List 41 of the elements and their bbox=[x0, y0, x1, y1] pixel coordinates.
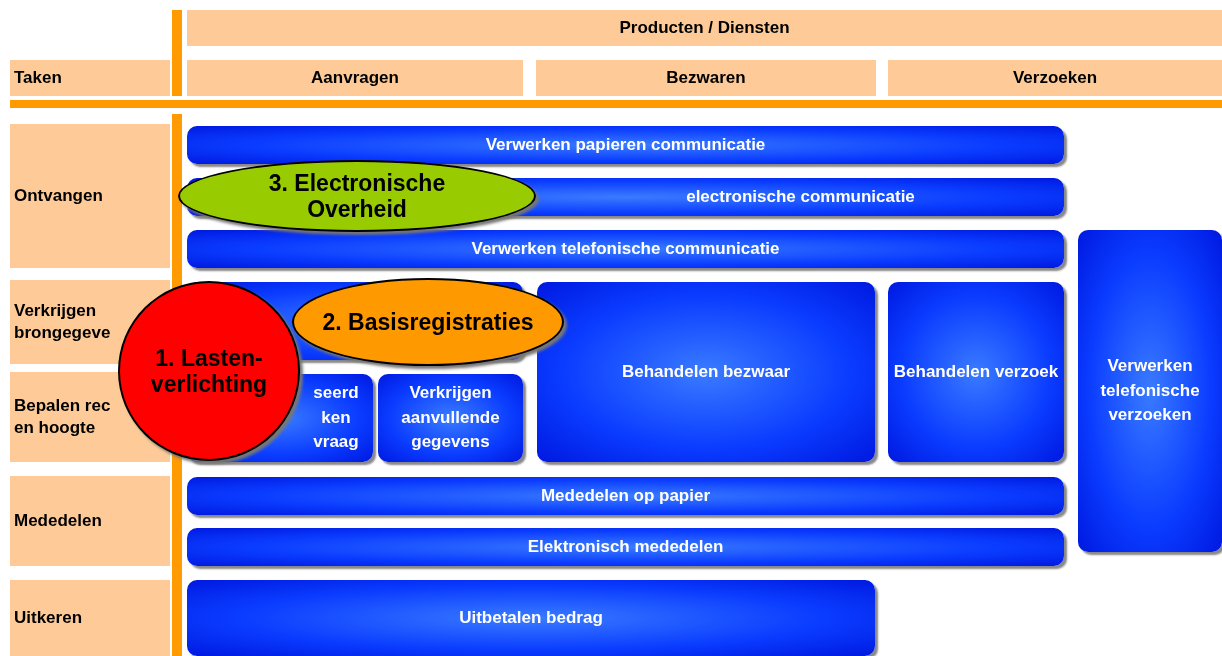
callout-text: 1. Lasten- verlichting bbox=[149, 344, 269, 398]
process-box bbox=[1078, 230, 1222, 552]
header-label: Producten / Diensten bbox=[619, 18, 790, 38]
row-label bbox=[10, 580, 170, 656]
header-label: Mededelen bbox=[14, 509, 102, 532]
header-cell bbox=[888, 60, 1222, 96]
process-bar bbox=[187, 230, 1064, 268]
process-label: electronische communicatie bbox=[686, 185, 915, 208]
process-box bbox=[187, 580, 875, 656]
process-label: Behandelen bezwaar bbox=[621, 360, 791, 383]
header-cell bbox=[536, 60, 876, 96]
process-label: Verwerken papieren communicatie bbox=[485, 133, 766, 156]
process-label: Verkrijgen aanvullende gegevens bbox=[400, 382, 501, 454]
header-cell bbox=[10, 60, 170, 96]
process-bar bbox=[187, 528, 1064, 566]
header-label: Aanvragen bbox=[311, 68, 399, 88]
header-label: Bezwaren bbox=[666, 68, 746, 88]
header-cell bbox=[187, 10, 1222, 46]
row-label bbox=[10, 476, 170, 566]
process-label: Verwerken telefonische verzoeken bbox=[1099, 355, 1201, 427]
process-bar bbox=[187, 126, 1064, 164]
process-box bbox=[888, 282, 1064, 462]
header-label: Ontvangen bbox=[14, 184, 103, 207]
process-label: Elektronisch mededelen bbox=[527, 535, 724, 558]
header-cell bbox=[187, 60, 523, 96]
header-label: Uitkeren bbox=[14, 606, 83, 629]
callout-text: 2. Basisregistraties bbox=[322, 308, 534, 336]
process-label: seerd ken vraag bbox=[312, 382, 360, 454]
process-box bbox=[537, 282, 875, 462]
row-label bbox=[10, 124, 170, 268]
callout-text: 3. Electronische Overheid bbox=[267, 169, 447, 223]
header-label: Verkrijgen brongegeve bbox=[14, 299, 112, 344]
process-label: Uitbetalen bedrag bbox=[459, 606, 603, 629]
process-label: Mededelen op papier bbox=[540, 484, 711, 507]
process-box bbox=[378, 374, 523, 462]
header-label: Verzoeken bbox=[1012, 68, 1098, 88]
process-label: Behandelen verzoek bbox=[893, 360, 1059, 383]
process-label: Verwerken telefonische communicatie bbox=[471, 237, 780, 260]
header-label: Taken bbox=[14, 66, 62, 89]
process-bar bbox=[187, 477, 1064, 515]
header-label: Bepalen rec en hoogte bbox=[14, 394, 112, 439]
